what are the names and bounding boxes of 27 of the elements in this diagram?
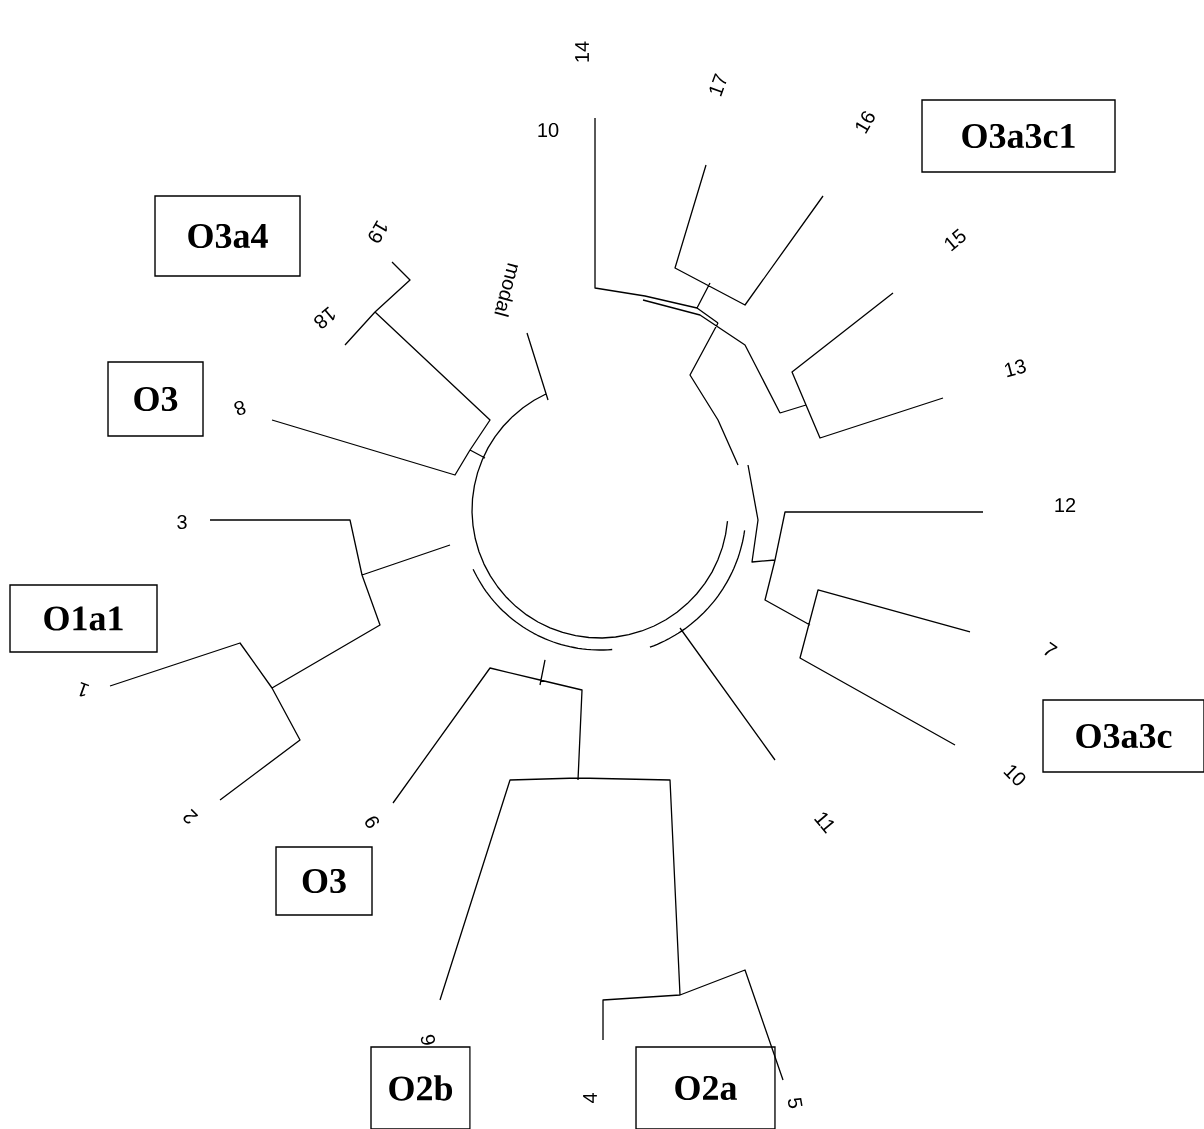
leaf-label: 2 [183,808,199,824]
leaf-label: 1 [79,681,90,697]
leaf-label: 7 [1044,641,1058,656]
clade-label-box: O3 [107,361,204,437]
leaf-label: 11 [814,812,835,834]
clade-label-box: O3a3c1 [921,99,1116,173]
leaf-label: 3 [177,514,187,530]
leaf-label: 17 [709,73,727,97]
leaf-label: 14 [575,41,589,62]
clade-label-box: O1a1 [9,584,158,653]
leaf-label: 19 [368,220,387,243]
clade-label-box: O3a4 [154,195,301,277]
leaf-label: 4 [583,1093,597,1104]
leaf-label: 15 [944,228,966,252]
leaf-label: 10 [538,122,559,138]
clade-label-box: O2b [370,1046,471,1129]
clade-label-box: O2a [635,1046,776,1129]
leaf-label: 13 [1004,359,1026,378]
clade-label-box: O3a3c [1042,699,1204,773]
leaf-label: 18 [314,306,336,329]
leaf-label: modal [494,263,518,317]
leaf-label: 10 [1003,765,1026,786]
clade-label-box: O3 [275,846,373,916]
leaf-label: 8 [234,400,246,416]
leaf-label: 16 [856,111,875,134]
leaf-label: 12 [1055,498,1076,512]
leaf-label: 9 [365,816,380,828]
